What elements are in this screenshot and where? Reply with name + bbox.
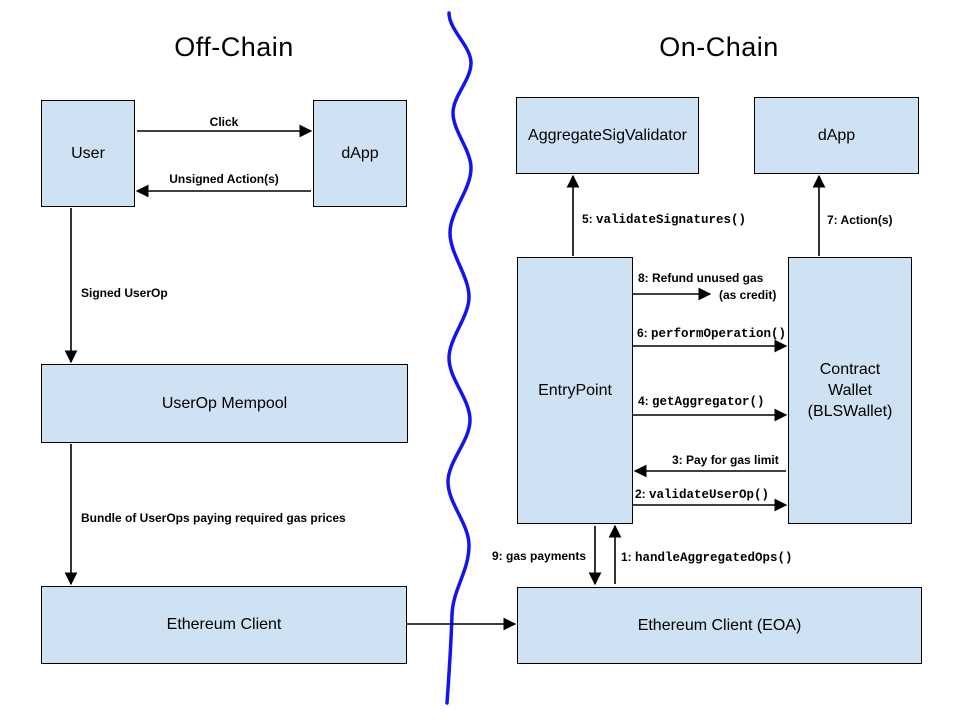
box-aggregate-sig-validator-label: AggregateSigValidator xyxy=(528,126,687,144)
box-dapp-offchain-label: dApp xyxy=(341,144,379,162)
box-ethereum-client-eoa: Ethereum Client (EOA) xyxy=(517,587,922,664)
label-validate-signatures-number: 5: xyxy=(582,212,597,226)
box-userop-mempool: UserOp Mempool xyxy=(41,364,408,443)
label-perform-operation: 6: performOperation() xyxy=(637,326,786,341)
box-ethereum-client-eoa-label: Ethereum Client (EOA) xyxy=(637,616,802,634)
label-bundle-of-userops: Bundle of UserOps paying required gas pr… xyxy=(81,511,346,525)
label-signed-userop: Signed UserOp xyxy=(81,286,168,300)
off-chain-title: Off-Chain xyxy=(174,32,294,62)
box-userop-mempool-label: UserOp Mempool xyxy=(161,394,288,412)
box-ethereum-client: Ethereum Client xyxy=(41,586,407,664)
label-refund-as-credit: (as credit) xyxy=(719,288,777,302)
label-validate-userop-number: 2: xyxy=(635,487,650,501)
label-get-aggregator-number: 4: xyxy=(638,394,653,408)
label-handle-aggregated-ops-code: handleAggregatedOps() xyxy=(635,551,793,565)
box-contract-wallet: Contract Wallet (BLSWallet) xyxy=(788,257,912,524)
box-entrypoint: EntryPoint xyxy=(517,257,633,524)
label-refund-unused-gas: 8: Refund unused gas xyxy=(638,271,764,285)
box-dapp-offchain: dApp xyxy=(313,100,407,207)
box-contract-wallet-label: Contract Wallet (BLSWallet) xyxy=(807,361,893,420)
label-perform-operation-number: 6: xyxy=(637,326,652,340)
label-validate-userop: 2: validateUserOp() xyxy=(635,487,769,502)
box-dapp-onchain-label: dApp xyxy=(817,126,856,144)
label-pay-gas-limit: 3: Pay for gas limit xyxy=(672,453,779,467)
label-validate-signatures-code: validateSignatures() xyxy=(596,213,747,227)
label-gas-payments: 9: gas payments xyxy=(492,549,587,563)
box-user: User xyxy=(41,100,135,207)
label-click: Click xyxy=(209,115,239,129)
label-validate-userop-code: validateUserOp() xyxy=(649,488,770,502)
label-actions: 7: Action(s) xyxy=(827,213,893,227)
box-aggregate-sig-validator: AggregateSigValidator xyxy=(516,97,699,174)
label-get-aggregator-code: getAggregator() xyxy=(652,395,765,409)
box-user-label: User xyxy=(71,144,105,162)
box-ethereum-client-label: Ethereum Client xyxy=(166,616,282,633)
box-entrypoint-label: EntryPoint xyxy=(538,381,612,399)
label-handle-aggregated-ops: 1: handleAggregatedOps() xyxy=(621,550,793,565)
label-get-aggregator: 4: getAggregator() xyxy=(638,394,765,409)
label-validate-signatures: 5: validateSignatures() xyxy=(582,212,746,227)
on-chain-title: On-Chain xyxy=(659,32,779,62)
label-perform-operation-code: performOperation() xyxy=(651,327,787,341)
label-unsigned-actions: Unsigned Action(s) xyxy=(169,172,279,186)
label-handle-aggregated-ops-number: 1: xyxy=(621,550,636,564)
chain-divider-wavy-line xyxy=(445,11,473,705)
box-dapp-onchain: dApp xyxy=(754,97,919,174)
